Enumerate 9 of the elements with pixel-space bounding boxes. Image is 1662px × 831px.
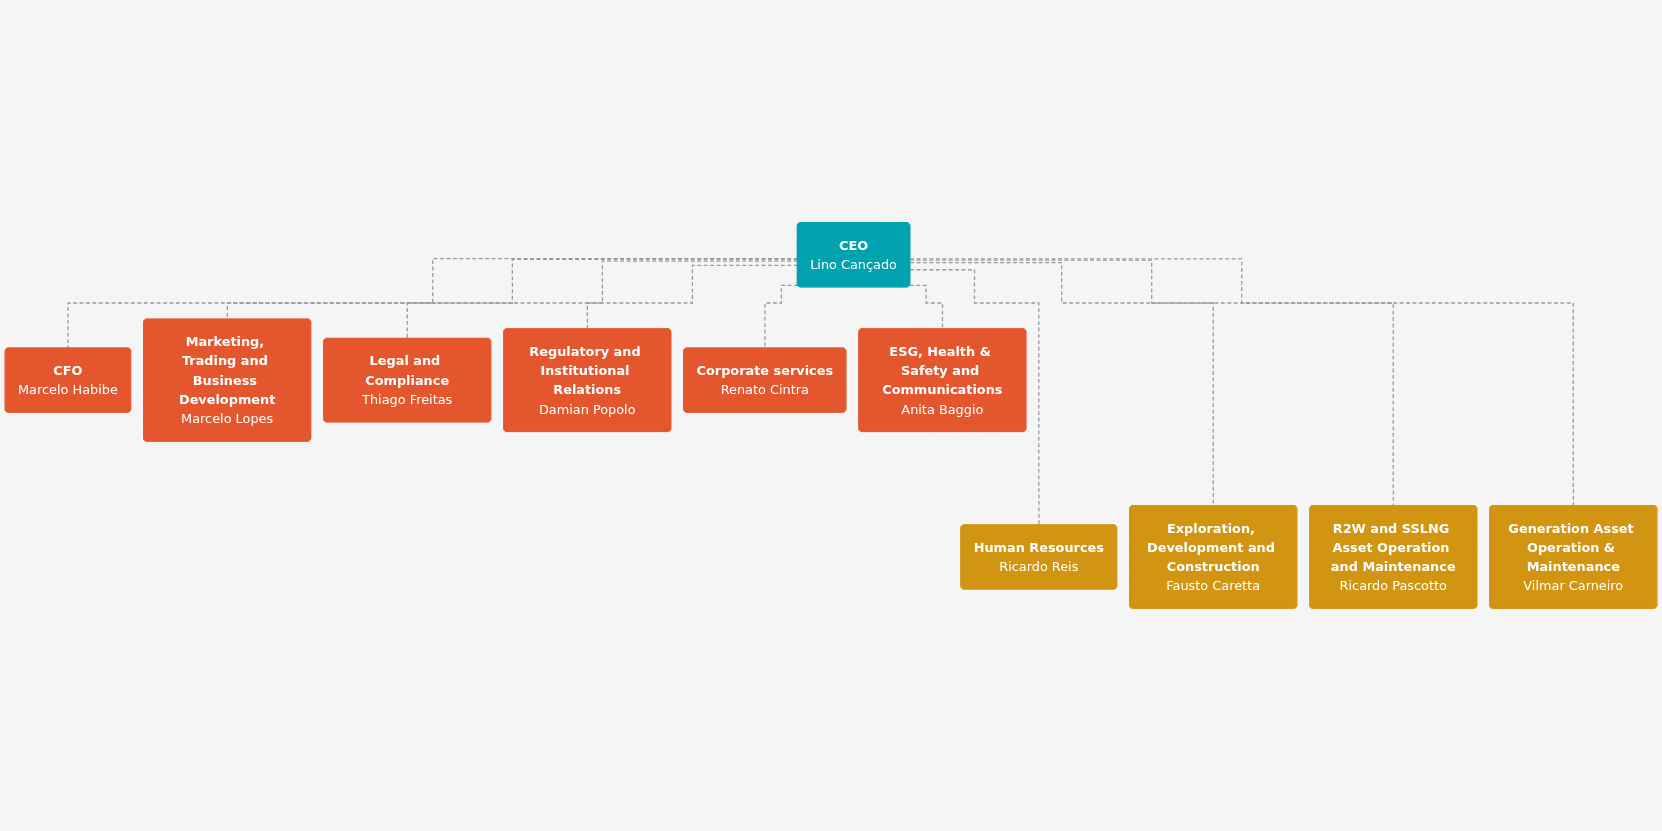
connector [764,284,799,349]
connector [909,269,1040,526]
connector [909,284,944,330]
connector [586,264,799,330]
connector [406,260,799,340]
connector [67,257,799,349]
connector [909,262,1215,507]
connector [909,259,1395,507]
connector [909,258,1575,507]
